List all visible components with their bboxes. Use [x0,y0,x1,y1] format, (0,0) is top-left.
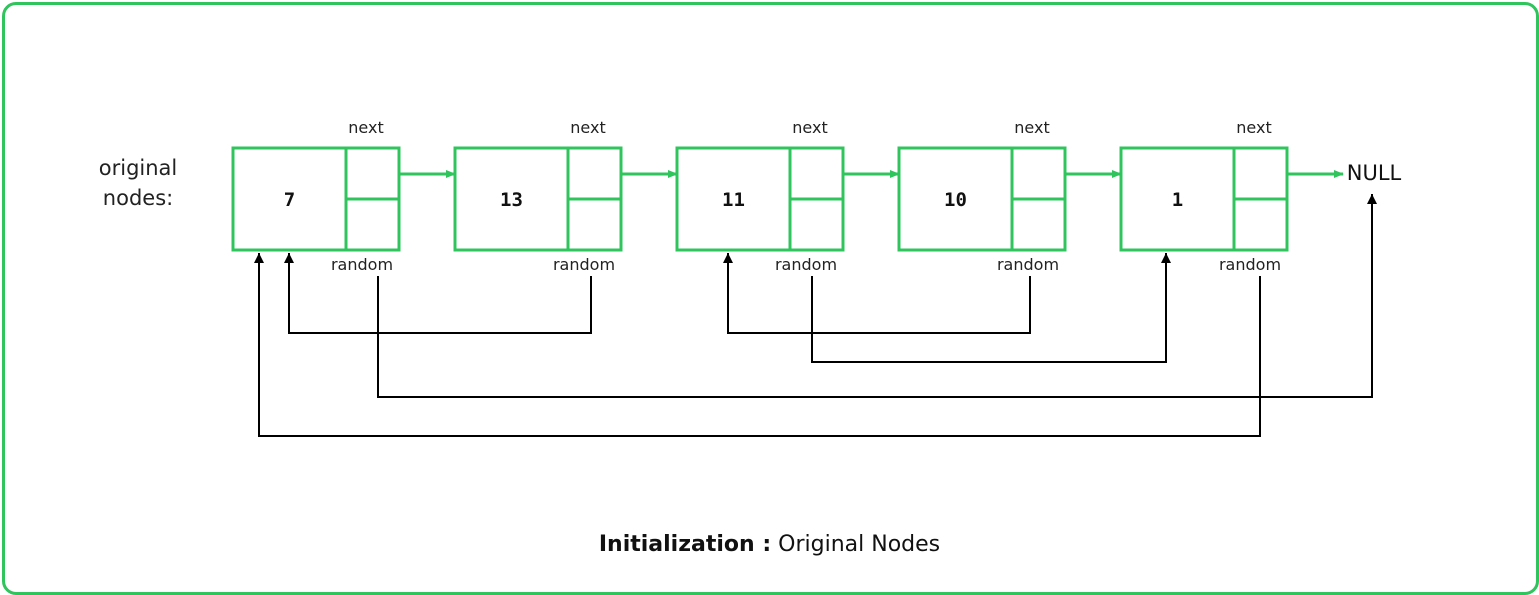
random-label: random [331,255,393,274]
node-3: 10 next random [897,118,1067,274]
caption-normal: Original Nodes [778,532,941,557]
random-pointer-layer [254,194,1377,437]
random-arrowhead-1 [723,253,733,263]
node-value-box [1119,146,1236,252]
node-value-box [231,146,348,252]
random-label: random [997,255,1059,274]
random-arrow-3 [377,194,1373,398]
next-label: next [1236,118,1271,137]
random-arrow-4 [258,253,1261,437]
node-2: 11 next random [675,118,845,274]
null-terminal: NULL [1347,161,1402,185]
random-label: random [553,255,615,274]
caption: Initialization : Original Nodes [0,532,1539,557]
random-arrow-1 [727,253,1031,334]
random-arrow-2 [811,253,1167,363]
node-value: 1 [1172,189,1183,211]
random-arrowhead-4 [254,253,264,263]
random-label: random [775,255,837,274]
node-value-box [675,146,792,252]
random-arrowhead-2 [1161,253,1171,263]
node-0: 7 next random [231,118,401,274]
random-arrowhead-3 [1367,194,1377,204]
node-value: 13 [500,189,523,211]
row-label-line-2: nodes: [103,186,173,210]
node-value: 11 [722,189,745,211]
node-4: 1 next random [1119,118,1289,274]
node-value: 7 [284,189,295,211]
node-value-box [897,146,1014,252]
next-label: next [1014,118,1049,137]
node-1: 13 next random [453,118,623,274]
next-label: next [792,118,827,137]
next-label: next [348,118,383,137]
nodes-layer: 7 next random 13 next random 11 next random 10 nex… [231,118,1289,274]
caption-bold: Initialization : [598,532,772,557]
node-value: 10 [944,189,967,211]
random-arrow-0 [288,253,592,334]
random-label: random [1219,255,1281,274]
next-label: next [570,118,605,137]
random-arrowhead-0 [284,253,294,263]
row-label-line-1: original [99,156,178,180]
